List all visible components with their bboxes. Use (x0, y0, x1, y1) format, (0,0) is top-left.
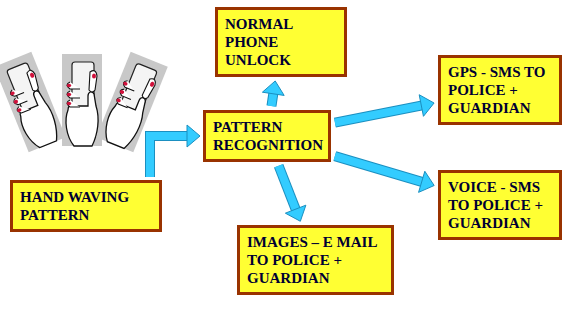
hand (12, 88, 62, 150)
arrow-head (187, 125, 200, 147)
arrow-head (419, 171, 435, 192)
fingernail (29, 72, 35, 78)
finger (16, 103, 31, 114)
grey-backdrop (0, 52, 66, 152)
arrow-shaft (335, 105, 422, 122)
arrow-head (419, 95, 434, 117)
output-box: VOICE - SMS TO POLICE + GUARDIAN (438, 170, 562, 240)
fingernail (116, 98, 121, 103)
arrow-shaft (335, 156, 423, 182)
arrow-shaft-outline (150, 136, 188, 177)
fingernail (13, 99, 18, 104)
arrow-shaft (150, 136, 188, 177)
fingernail (67, 102, 71, 106)
block-arrow (150, 125, 200, 177)
fingernail (123, 81, 128, 86)
fingernail (10, 91, 15, 96)
output-box: IMAGES – E MAIL TO POLICE + GUARDIAN (237, 225, 394, 295)
box-label: HAND WAVING PATTERN (20, 188, 152, 224)
box-label: PATTERN RECOGNITION (213, 118, 321, 154)
finger (119, 88, 134, 99)
finger (9, 86, 24, 97)
fingernail (17, 108, 22, 113)
fingernail (67, 84, 71, 88)
hand-figure (62, 54, 102, 146)
fingernail (119, 90, 124, 95)
block-arrow (279, 166, 306, 222)
block-arrow (262, 81, 284, 106)
fingernail (149, 81, 155, 87)
finger (67, 100, 80, 107)
arrow-shaft (279, 166, 296, 210)
box-label: NORMAL PHONE UNLOCK (225, 15, 337, 69)
arrow-head (262, 81, 284, 95)
process-box: PATTERN RECOGNITION (203, 110, 331, 162)
finger (67, 82, 80, 89)
output-box: HAND WAVING PATTERN (10, 180, 162, 232)
arrow-shaft-outline (335, 105, 422, 122)
output-box: GPS - SMS TO POLICE + GUARDIAN (438, 55, 562, 125)
thumb (26, 69, 41, 92)
hand (66, 92, 98, 146)
finger (122, 80, 137, 91)
arrow-shaft-outline (271, 93, 273, 106)
thumb (141, 77, 156, 100)
fingernail (92, 73, 96, 78)
finger (13, 94, 28, 105)
box-label: VOICE - SMS TO POLICE + GUARDIAN (448, 178, 552, 232)
fingernail (67, 93, 71, 97)
arrow-shaft-outline (279, 166, 296, 210)
finger (67, 91, 80, 98)
grey-backdrop (62, 54, 102, 146)
box-label: GPS - SMS TO POLICE + GUARDIAN (448, 63, 552, 117)
arrow-shaft-outline (335, 156, 423, 182)
box-label: IMAGES – E MAIL TO POLICE + GUARDIAN (247, 233, 384, 287)
arrow-head (285, 205, 305, 221)
finger (115, 96, 130, 107)
block-arrow (335, 95, 434, 123)
thumb (89, 71, 97, 92)
output-box: NORMAL PHONE UNLOCK (215, 7, 347, 77)
block-arrow (335, 156, 434, 192)
arrow-shaft (271, 93, 273, 106)
hand (100, 88, 150, 150)
hand-figure (0, 52, 66, 152)
